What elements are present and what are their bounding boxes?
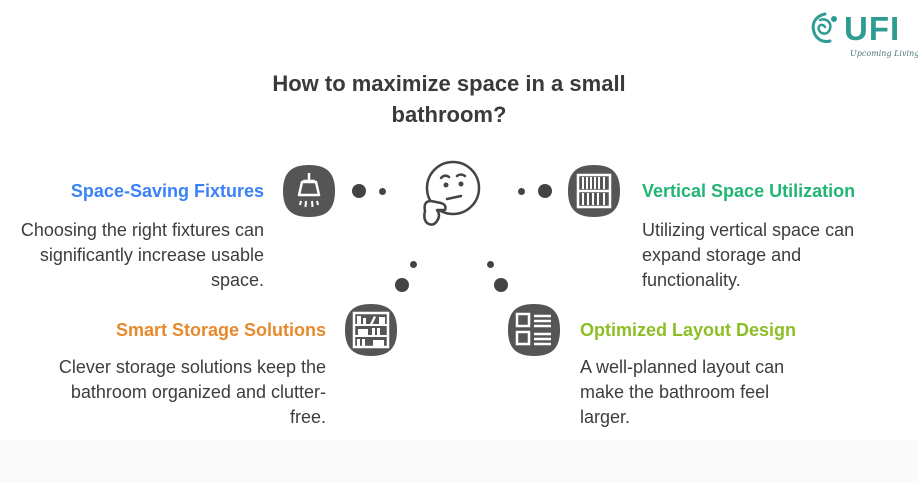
connector-dot xyxy=(487,261,494,268)
footer-band xyxy=(0,440,918,483)
diagram-title: How to maximize space in a small bathroo… xyxy=(272,71,626,127)
description-vertical-space-utilization: Utilizing vertical space can expand stor… xyxy=(642,220,855,290)
connector-dot xyxy=(494,278,508,292)
connector-dot xyxy=(538,184,552,198)
description-smart-storage-solutions: Clever storage solutions keep the bathro… xyxy=(58,357,326,427)
logo-wordmark: UFI xyxy=(844,10,901,47)
shower-head-icon xyxy=(283,165,335,217)
connector-dot xyxy=(518,188,525,195)
brand-logo: UFI Upcoming Living xyxy=(808,10,918,65)
connector-dot xyxy=(410,261,417,268)
heading-vertical-space-utilization: Vertical Space Utilization xyxy=(642,181,856,201)
connector-dot xyxy=(379,188,386,195)
description-space-saving-fixtures: Choosing the right fixtures can signific… xyxy=(20,220,264,290)
heading-optimized-layout-design: Optimized Layout Design xyxy=(580,320,797,340)
vertical-shelves-icon xyxy=(568,165,620,217)
logo-tagline: Upcoming Living xyxy=(850,49,918,58)
description-optimized-layout-design: A well-planned layout can make the bathr… xyxy=(580,357,785,427)
layout-icon xyxy=(508,304,560,356)
heading-smart-storage-solutions: Smart Storage Solutions xyxy=(115,320,326,340)
connector-dot xyxy=(395,278,409,292)
logo-emblem-icon xyxy=(811,12,837,43)
heading-space-saving-fixtures: Space-Saving Fixtures xyxy=(70,181,264,201)
connector-dot xyxy=(352,184,366,198)
thinking-face-icon xyxy=(423,160,481,226)
bookshelf-icon xyxy=(345,304,397,356)
